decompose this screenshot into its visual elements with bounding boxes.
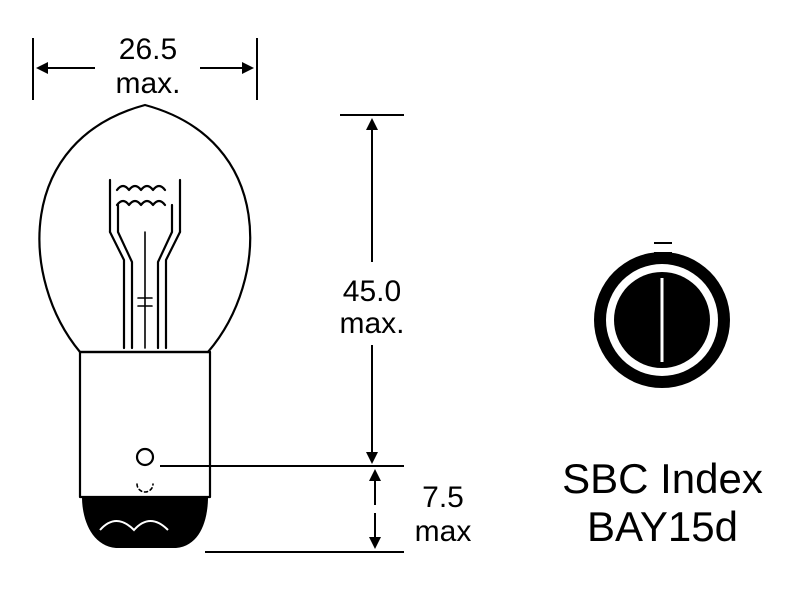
height-dimension [340,114,404,464]
filament-icon [108,178,182,350]
bayonet-base-end-view-icon [594,242,730,388]
pin-offset-max-label: max [414,515,472,548]
pin-offset-dimension [160,465,404,553]
height-max-label: max. [339,307,405,340]
width-max-label: max. [115,67,181,100]
height-value-label: 45.0 [342,275,402,308]
width-dimension [32,38,258,100]
width-value-label: 26.5 [118,33,178,66]
base-type-label: SBC Index [562,455,763,502]
bulb-side-view-icon [38,103,252,548]
pin-offset-value-label: 7.5 [422,481,464,514]
base-code-label: BAY15d [587,503,738,550]
